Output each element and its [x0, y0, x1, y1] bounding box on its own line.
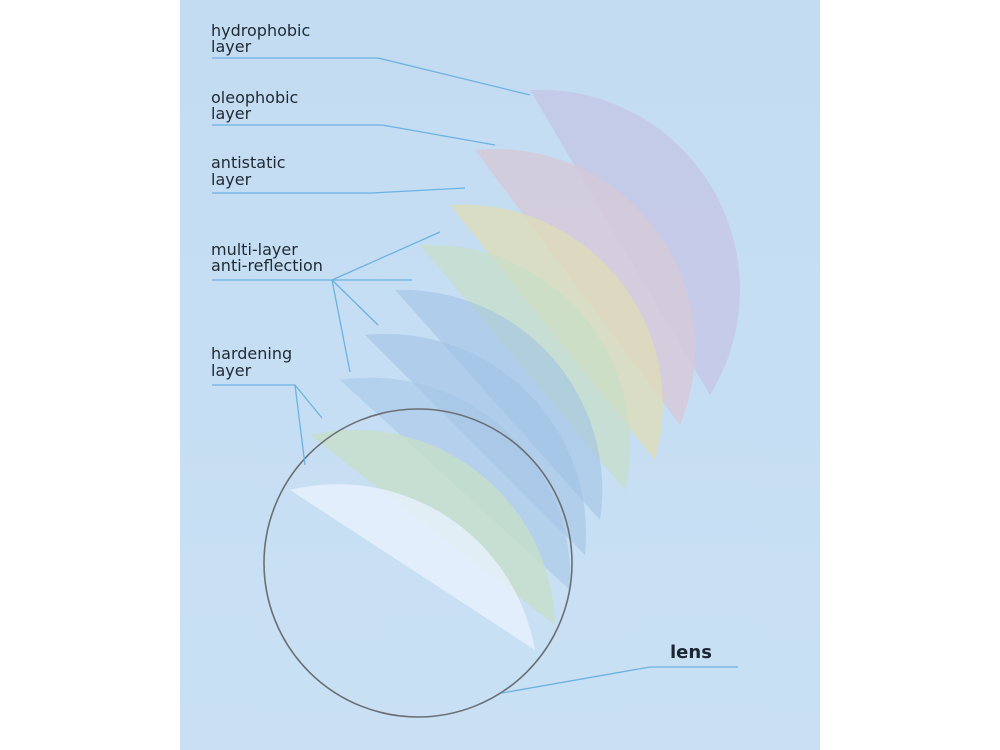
leader-hardening-b: [294, 384, 306, 466]
label-hardening-line1: hardening: [211, 344, 292, 363]
coating-layers: [290, 89, 740, 650]
label-antistatic-line2: layer: [211, 170, 252, 189]
leader-lens: [501, 666, 738, 694]
lens: [263, 408, 573, 718]
leader-oleophobic: [212, 124, 496, 146]
label-antistatic-line1: antistatic: [211, 153, 286, 172]
label-hydrophobic-line2: layer: [211, 37, 252, 56]
label-antireflection-line1: multi-layer: [211, 240, 298, 259]
leader-antistatic: [212, 187, 466, 194]
label-oleophobic-line1: oleophobic: [211, 88, 298, 107]
label-antireflection-line2: anti-reflection: [211, 256, 323, 275]
label-lens: lens: [670, 642, 712, 663]
label-hydrophobic-line1: hydrophobic: [211, 21, 310, 40]
label-hardening-line2: layer: [211, 361, 252, 380]
hardening-layer: [290, 484, 535, 650]
leader-antireflection-b: [331, 279, 379, 326]
leader-hydrophobic: [212, 57, 531, 96]
layer-labels: hydrophobic layer oleophobic layer antis…: [211, 21, 712, 663]
leader-lines: [212, 57, 738, 694]
leader-antireflection-c: [331, 279, 351, 373]
leader-antireflection-a: [331, 231, 441, 281]
label-oleophobic-line2: layer: [211, 104, 252, 123]
